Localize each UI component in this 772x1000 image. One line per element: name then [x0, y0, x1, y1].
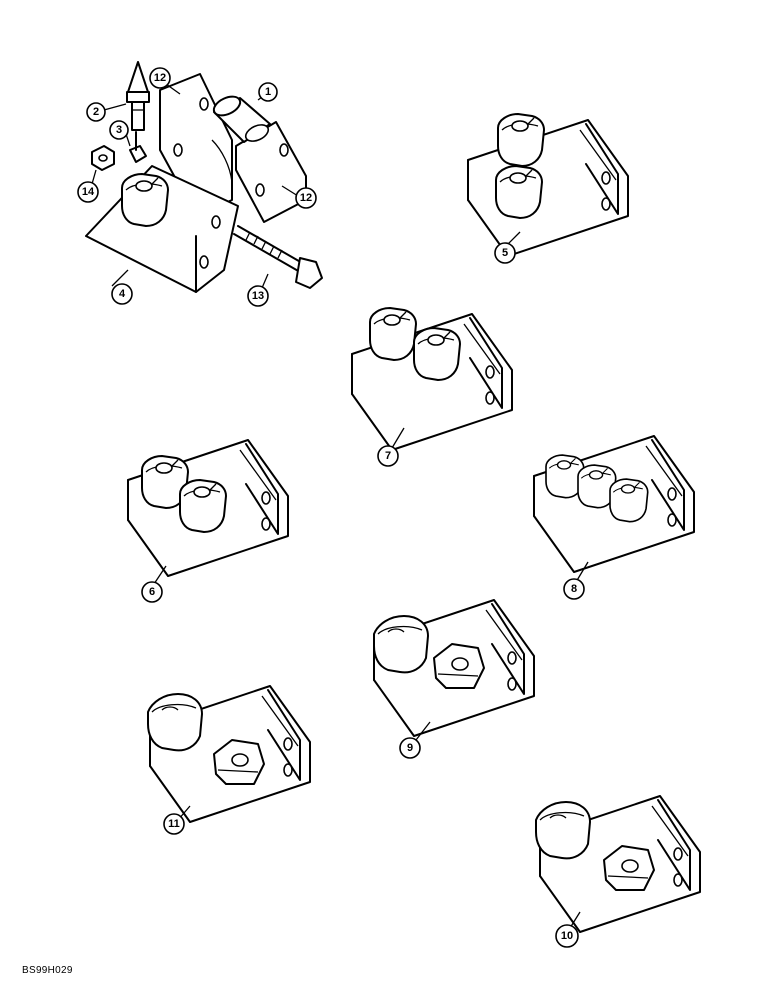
svg-text:13: 13 [252, 290, 264, 302]
variant-9 [373, 599, 535, 737]
pick-part [126, 61, 150, 131]
variant-6 [127, 439, 289, 577]
callout-3: 3 [109, 120, 129, 140]
variant-5 [467, 113, 629, 257]
callout-9: 9 [399, 737, 421, 759]
svg-text:8: 8 [571, 583, 577, 595]
callout-4: 4 [111, 283, 133, 305]
nut-part [91, 145, 115, 171]
callout-14: 14 [77, 181, 99, 203]
callout-12a: 12 [149, 67, 171, 89]
callout-6: 6 [141, 581, 163, 603]
variant-10 [535, 795, 701, 933]
retainer-part [129, 131, 147, 163]
svg-text:7: 7 [385, 450, 391, 462]
svg-text:1: 1 [265, 86, 271, 98]
callout-5: 5 [494, 242, 516, 264]
svg-text:4: 4 [119, 288, 126, 300]
callout-8: 8 [563, 578, 585, 600]
callout-12b: 12 [295, 187, 317, 209]
svg-text:11: 11 [168, 818, 180, 830]
svg-text:12: 12 [300, 192, 312, 204]
figure-code: BS99H029 [22, 965, 73, 976]
svg-text:12: 12 [154, 72, 166, 84]
holder-block [85, 165, 239, 293]
variant-7 [351, 307, 513, 451]
svg-text:2: 2 [93, 106, 99, 118]
callout-1: 1 [258, 82, 278, 102]
svg-text:14: 14 [82, 186, 95, 198]
exploded-assembly [85, 61, 323, 293]
callout-2: 2 [86, 102, 106, 122]
callout-11: 11 [163, 813, 185, 835]
bushing-part [211, 95, 271, 183]
callout-13: 13 [247, 285, 269, 307]
svg-text:5: 5 [502, 247, 508, 259]
callout-7: 7 [377, 445, 399, 467]
svg-text:3: 3 [116, 124, 122, 136]
svg-text:6: 6 [149, 586, 155, 598]
bolt-part [233, 225, 323, 289]
svg-text:10: 10 [561, 930, 573, 942]
variant-8 [533, 435, 695, 573]
variant-11 [147, 685, 311, 823]
svg-text:9: 9 [407, 742, 413, 754]
callout-10: 10 [555, 924, 579, 948]
